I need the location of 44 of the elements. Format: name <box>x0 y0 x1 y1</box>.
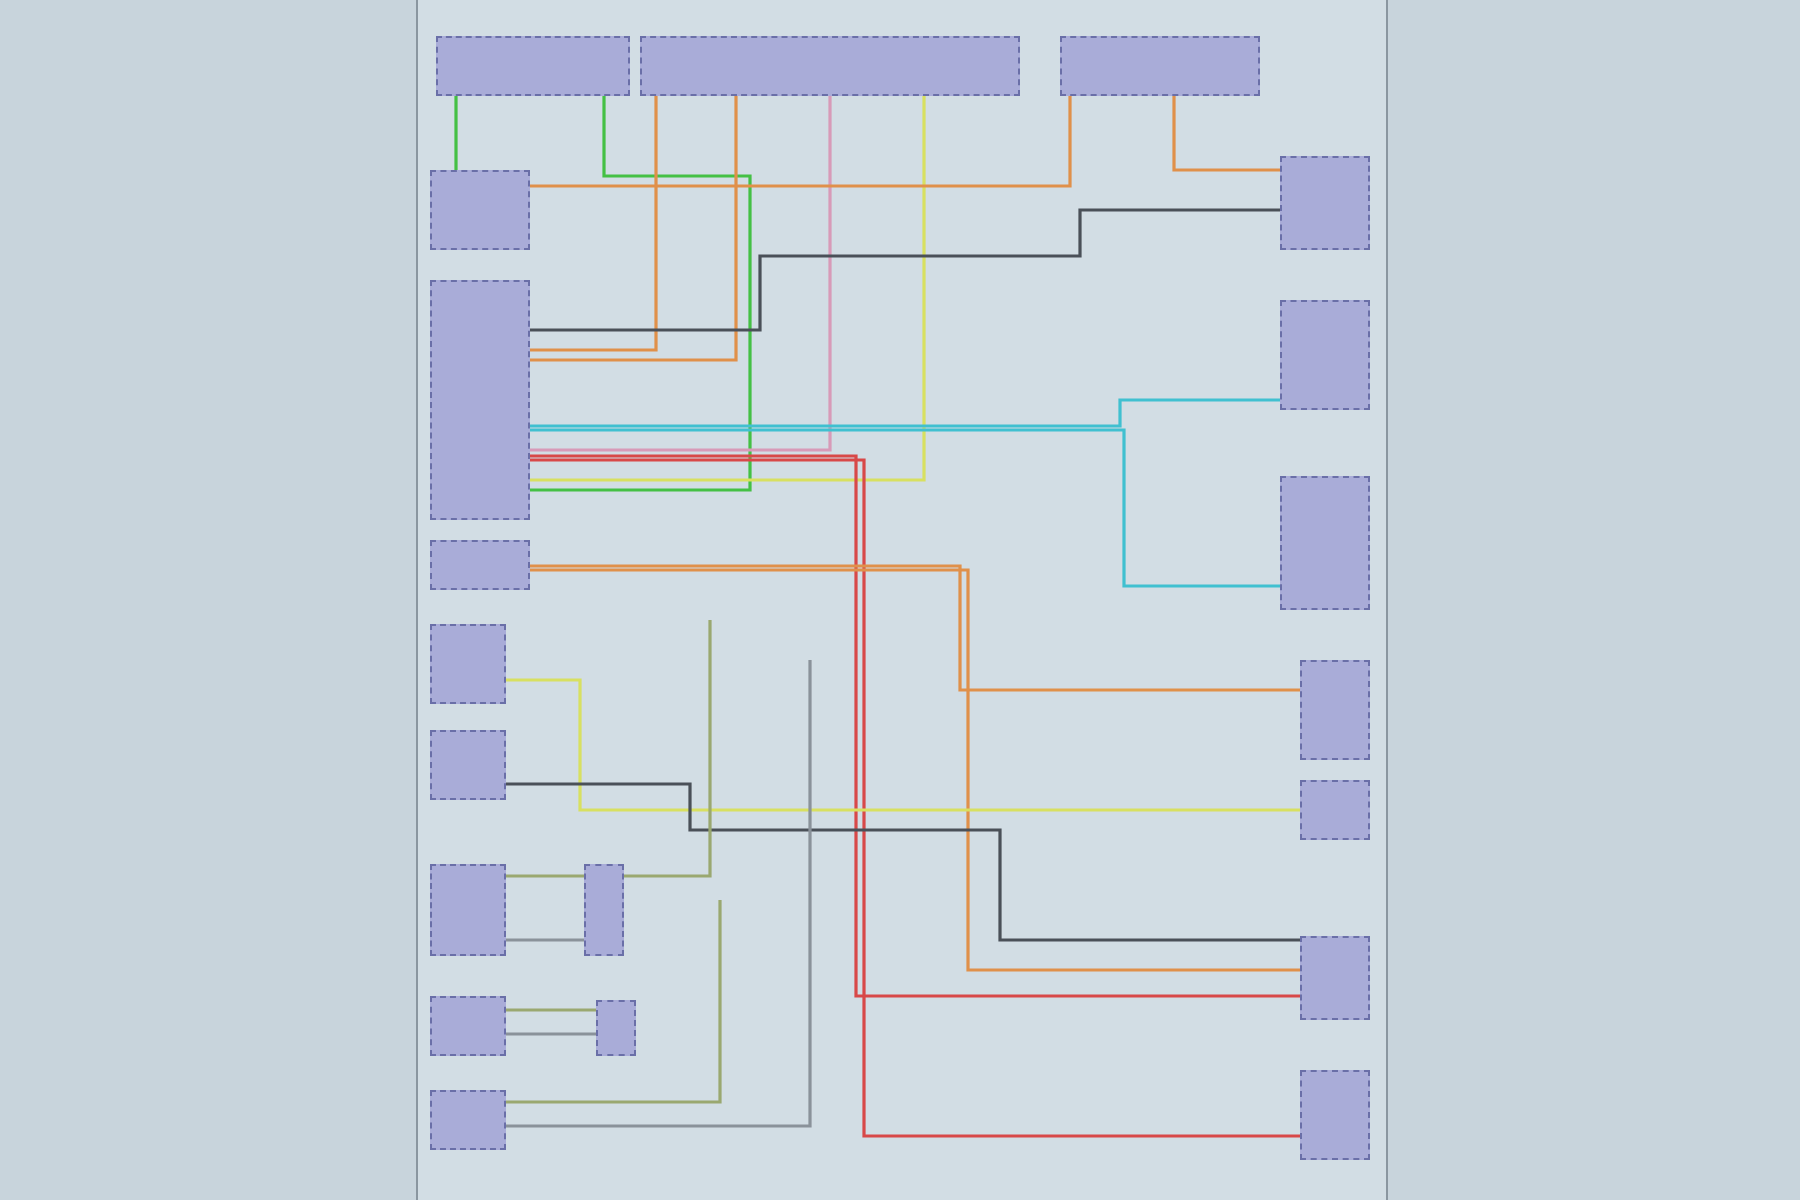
wire <box>454 96 458 170</box>
sensor-module <box>1300 780 1370 840</box>
wire <box>506 660 812 1128</box>
wire <box>530 96 752 492</box>
wire <box>506 900 722 1104</box>
wire <box>506 874 584 878</box>
wire <box>530 428 1280 588</box>
actuator-module <box>430 864 506 956</box>
receiver-module <box>1280 156 1370 250</box>
wire <box>506 1032 596 1036</box>
wire <box>530 398 1280 428</box>
wire <box>530 208 1280 332</box>
door-module <box>1280 300 1370 410</box>
lock-switch <box>584 864 624 956</box>
wire <box>506 782 1300 942</box>
wire <box>530 96 658 352</box>
wire <box>530 96 926 482</box>
wire <box>624 620 712 878</box>
actuator-module <box>430 624 506 704</box>
actuator-module <box>1300 1070 1370 1160</box>
wire <box>530 96 832 452</box>
wire <box>506 938 584 942</box>
actuator-module <box>1300 936 1370 1020</box>
wire <box>530 564 1300 692</box>
fuse-block <box>1060 36 1260 96</box>
wire <box>1172 96 1280 172</box>
wire <box>530 568 1300 972</box>
wire <box>530 96 1072 188</box>
actuator-module <box>430 1090 506 1150</box>
wire <box>506 1008 596 1012</box>
lock-switch <box>596 1000 636 1056</box>
door-module <box>1280 476 1370 610</box>
switch-module <box>430 170 530 250</box>
wire <box>530 454 1300 998</box>
actuator-module <box>430 730 506 800</box>
wire <box>506 678 1300 812</box>
control-module <box>430 280 530 520</box>
control-module <box>430 540 530 590</box>
actuator-module <box>430 996 506 1056</box>
fuse-block <box>640 36 1020 96</box>
wire <box>530 458 1300 1138</box>
wire <box>530 96 738 362</box>
fuse-block <box>436 36 630 96</box>
actuator-module <box>1300 660 1370 760</box>
